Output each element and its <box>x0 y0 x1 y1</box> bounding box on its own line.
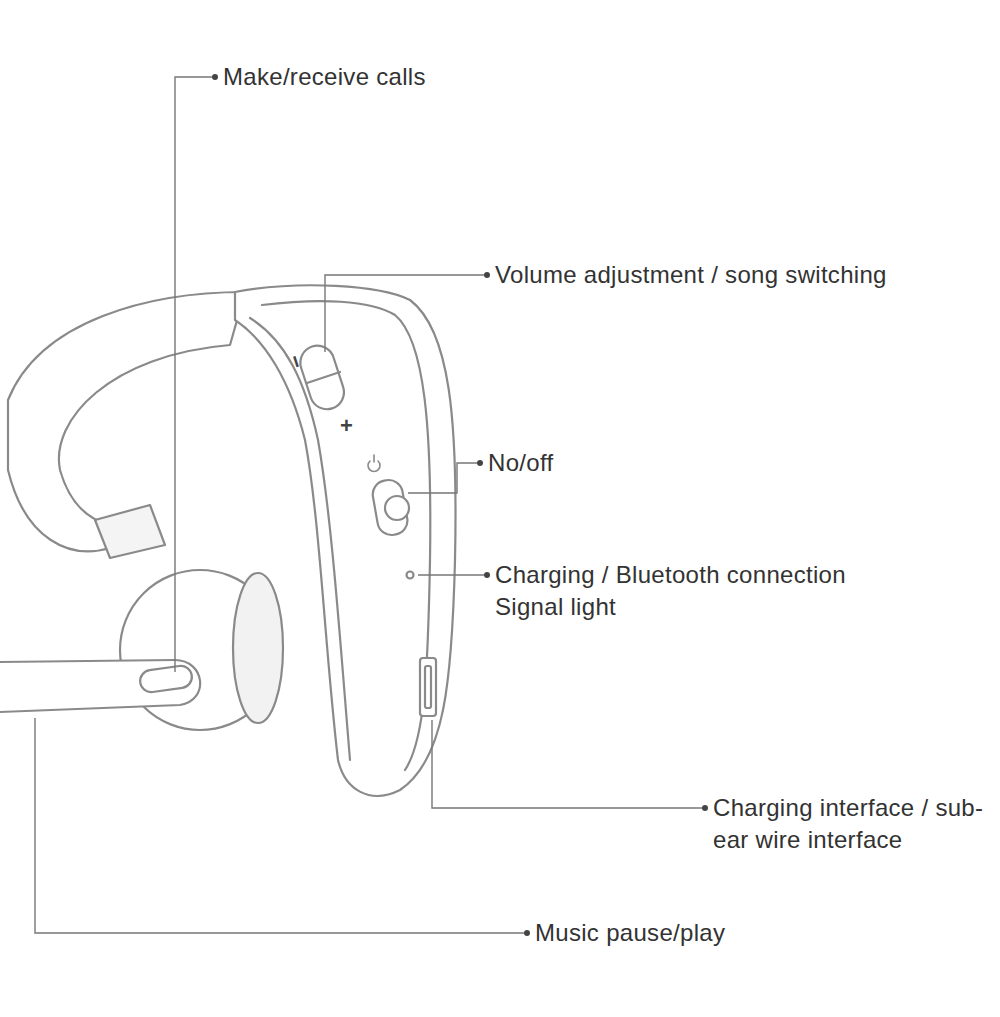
power-icon <box>368 455 380 471</box>
leader-line <box>432 720 702 808</box>
button-symbol: + <box>340 415 362 437</box>
callout-label: Volume adjustment / song switching <box>495 259 975 291</box>
leader-dot <box>212 74 218 80</box>
callout-label: No/off <box>488 447 688 479</box>
callout-label: Make/receive calls <box>223 61 583 93</box>
ear-hook-joint <box>95 505 165 558</box>
leader-dot <box>484 272 490 278</box>
call-button <box>139 664 194 693</box>
signal-light <box>407 572 414 579</box>
leader-line <box>325 275 484 352</box>
button-symbol: − <box>283 352 311 380</box>
leader-line <box>408 463 477 493</box>
leader-dot <box>524 930 530 936</box>
callout-label: Charging interface / sub-ear wire interf… <box>713 792 995 856</box>
leader-dot <box>477 460 483 466</box>
charging-port <box>420 658 436 716</box>
leader-dot <box>702 805 708 811</box>
boom-mic <box>0 660 200 712</box>
callout-label: Charging / Bluetooth connection Signal l… <box>495 559 915 623</box>
leader-line <box>35 718 524 933</box>
rocker-split <box>307 372 340 383</box>
leader-line <box>418 574 484 575</box>
charging-port-inner <box>425 666 431 708</box>
leader-dot <box>484 572 490 578</box>
callout-label: Music pause/play <box>535 917 935 949</box>
leader-line <box>175 77 212 672</box>
power-slider-knob <box>385 496 409 520</box>
power-slider-track <box>371 478 410 537</box>
body-housing <box>235 285 456 796</box>
ear-bud-rim <box>233 573 283 723</box>
